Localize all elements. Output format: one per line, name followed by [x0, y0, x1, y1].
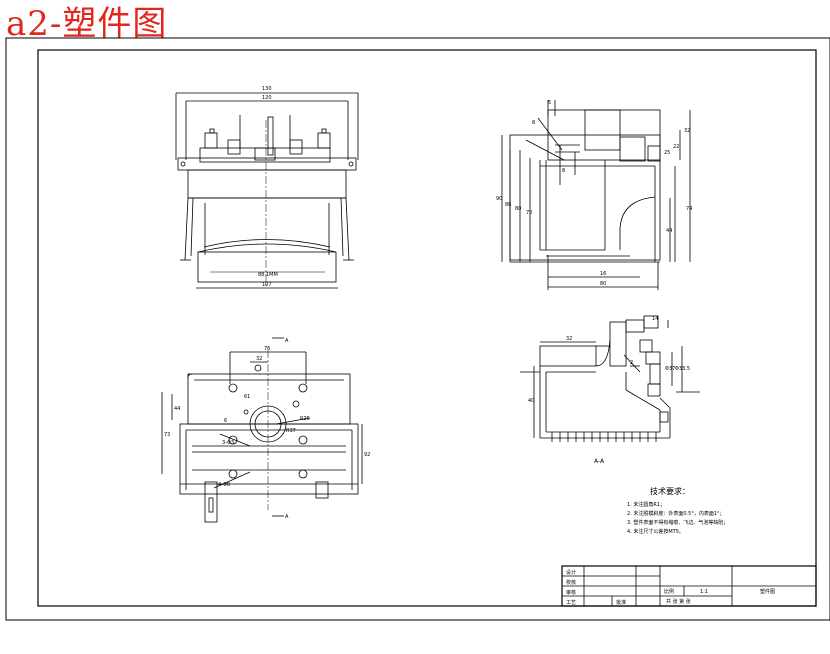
- dim-top-4: 73: [164, 432, 170, 438]
- title-block-part-name: 塑件图: [760, 588, 775, 595]
- technical-requirements: 技术要求： 1. 未注圆角R1； 2. 未注脱模斜度：外表面0.5°，内表面1°…: [627, 486, 728, 535]
- dim-top-3: 44: [174, 406, 180, 412]
- requirement-item-1: 1. 未注圆角R1；: [627, 501, 665, 508]
- dim-side-8: 86: [505, 202, 511, 208]
- dim-top-7: 6: [224, 418, 227, 424]
- title-block-scale-value: 1:1: [700, 589, 708, 595]
- side-view: 5 8 32 22 25 8 90 86 80 70 44 74 80 16: [496, 100, 692, 290]
- outer-sheet-border: [5, 37, 830, 621]
- dim-top-9: R37: [286, 428, 296, 434]
- dim-top-6: 61: [244, 394, 250, 400]
- dim-front-top: 130: [262, 86, 272, 92]
- dim-side-2: 8: [532, 120, 535, 126]
- requirement-item-4: 4. 未注尺寸公差按MT5。: [627, 528, 684, 535]
- dim-side-6: 8: [562, 168, 565, 174]
- dim-side-9: 80: [515, 206, 521, 212]
- dim-section-1: 32: [566, 336, 572, 342]
- dim-top-8: R25: [300, 416, 310, 422]
- dim-section-5: Φ33.5: [675, 366, 690, 372]
- dim-side-14: 16: [600, 271, 606, 277]
- dim-section-3: 40: [528, 398, 534, 404]
- dim-top-11: 4-Φ8: [218, 482, 230, 488]
- dim-front-bottom: 107: [262, 282, 272, 288]
- dim-top-5: 92: [364, 452, 370, 458]
- dim-top-1: 76: [264, 346, 270, 352]
- dim-front-second: 120: [262, 95, 272, 101]
- section-view: 32 14 40 Φ37 Φ33.5 2 A-A: [520, 315, 700, 465]
- dim-top-2: 32: [256, 356, 262, 362]
- dim-side-5: 25: [664, 150, 670, 156]
- title-block-row-1: 设计: [566, 569, 576, 576]
- front-view: 130 120 88.1MM: [175, 86, 359, 289]
- dim-side-3: 32: [684, 128, 690, 134]
- title-block-row-3: 审核: [566, 589, 576, 596]
- title-block-approve: 批准: [616, 599, 626, 606]
- section-mark-top: A: [285, 338, 289, 344]
- dim-side-13: 80: [600, 281, 606, 287]
- title-block-sheet: 共 张 第 张: [666, 598, 691, 605]
- section-label: A-A: [594, 458, 605, 465]
- title-block: 设计 校核 审核 工艺 批准 比例 1:1 共 张 第 张 塑件图: [561, 565, 817, 607]
- title-block-scale-label: 比例: [664, 588, 674, 595]
- dim-side-10: 70: [526, 210, 532, 216]
- dim-side-4: 22: [673, 144, 679, 150]
- dim-side-1: 5: [548, 100, 551, 106]
- dim-side-12: 74: [686, 206, 692, 212]
- requirement-item-3: 3. 塑件表面不得有缩痕、飞边、气泡等缺陷；: [627, 519, 728, 526]
- dim-section-4: Φ37: [665, 366, 675, 372]
- inner-frame-border: [37, 49, 817, 607]
- dim-section-6: 2: [630, 360, 633, 366]
- dim-top-10: 3-Φ3: [222, 440, 234, 446]
- title-block-row-4: 工艺: [566, 600, 576, 606]
- dim-side-7: 90: [496, 196, 502, 202]
- dim-front-inner-width: 88.1MM: [258, 272, 278, 278]
- drawing-title: a2-塑件图: [6, 4, 168, 44]
- dim-section-2: 14: [652, 316, 658, 322]
- dim-side-11: 44: [666, 228, 672, 234]
- top-view: A A 76 32 44 73 92 61 6 R25 R37 3-Φ3 4-Φ…: [161, 337, 370, 523]
- section-mark-bottom: A: [285, 514, 289, 520]
- requirement-item-2: 2. 未注脱模斜度：外表面0.5°，内表面1°；: [627, 510, 725, 517]
- requirements-heading: 技术要求：: [650, 486, 690, 496]
- title-block-row-2: 校核: [566, 579, 576, 586]
